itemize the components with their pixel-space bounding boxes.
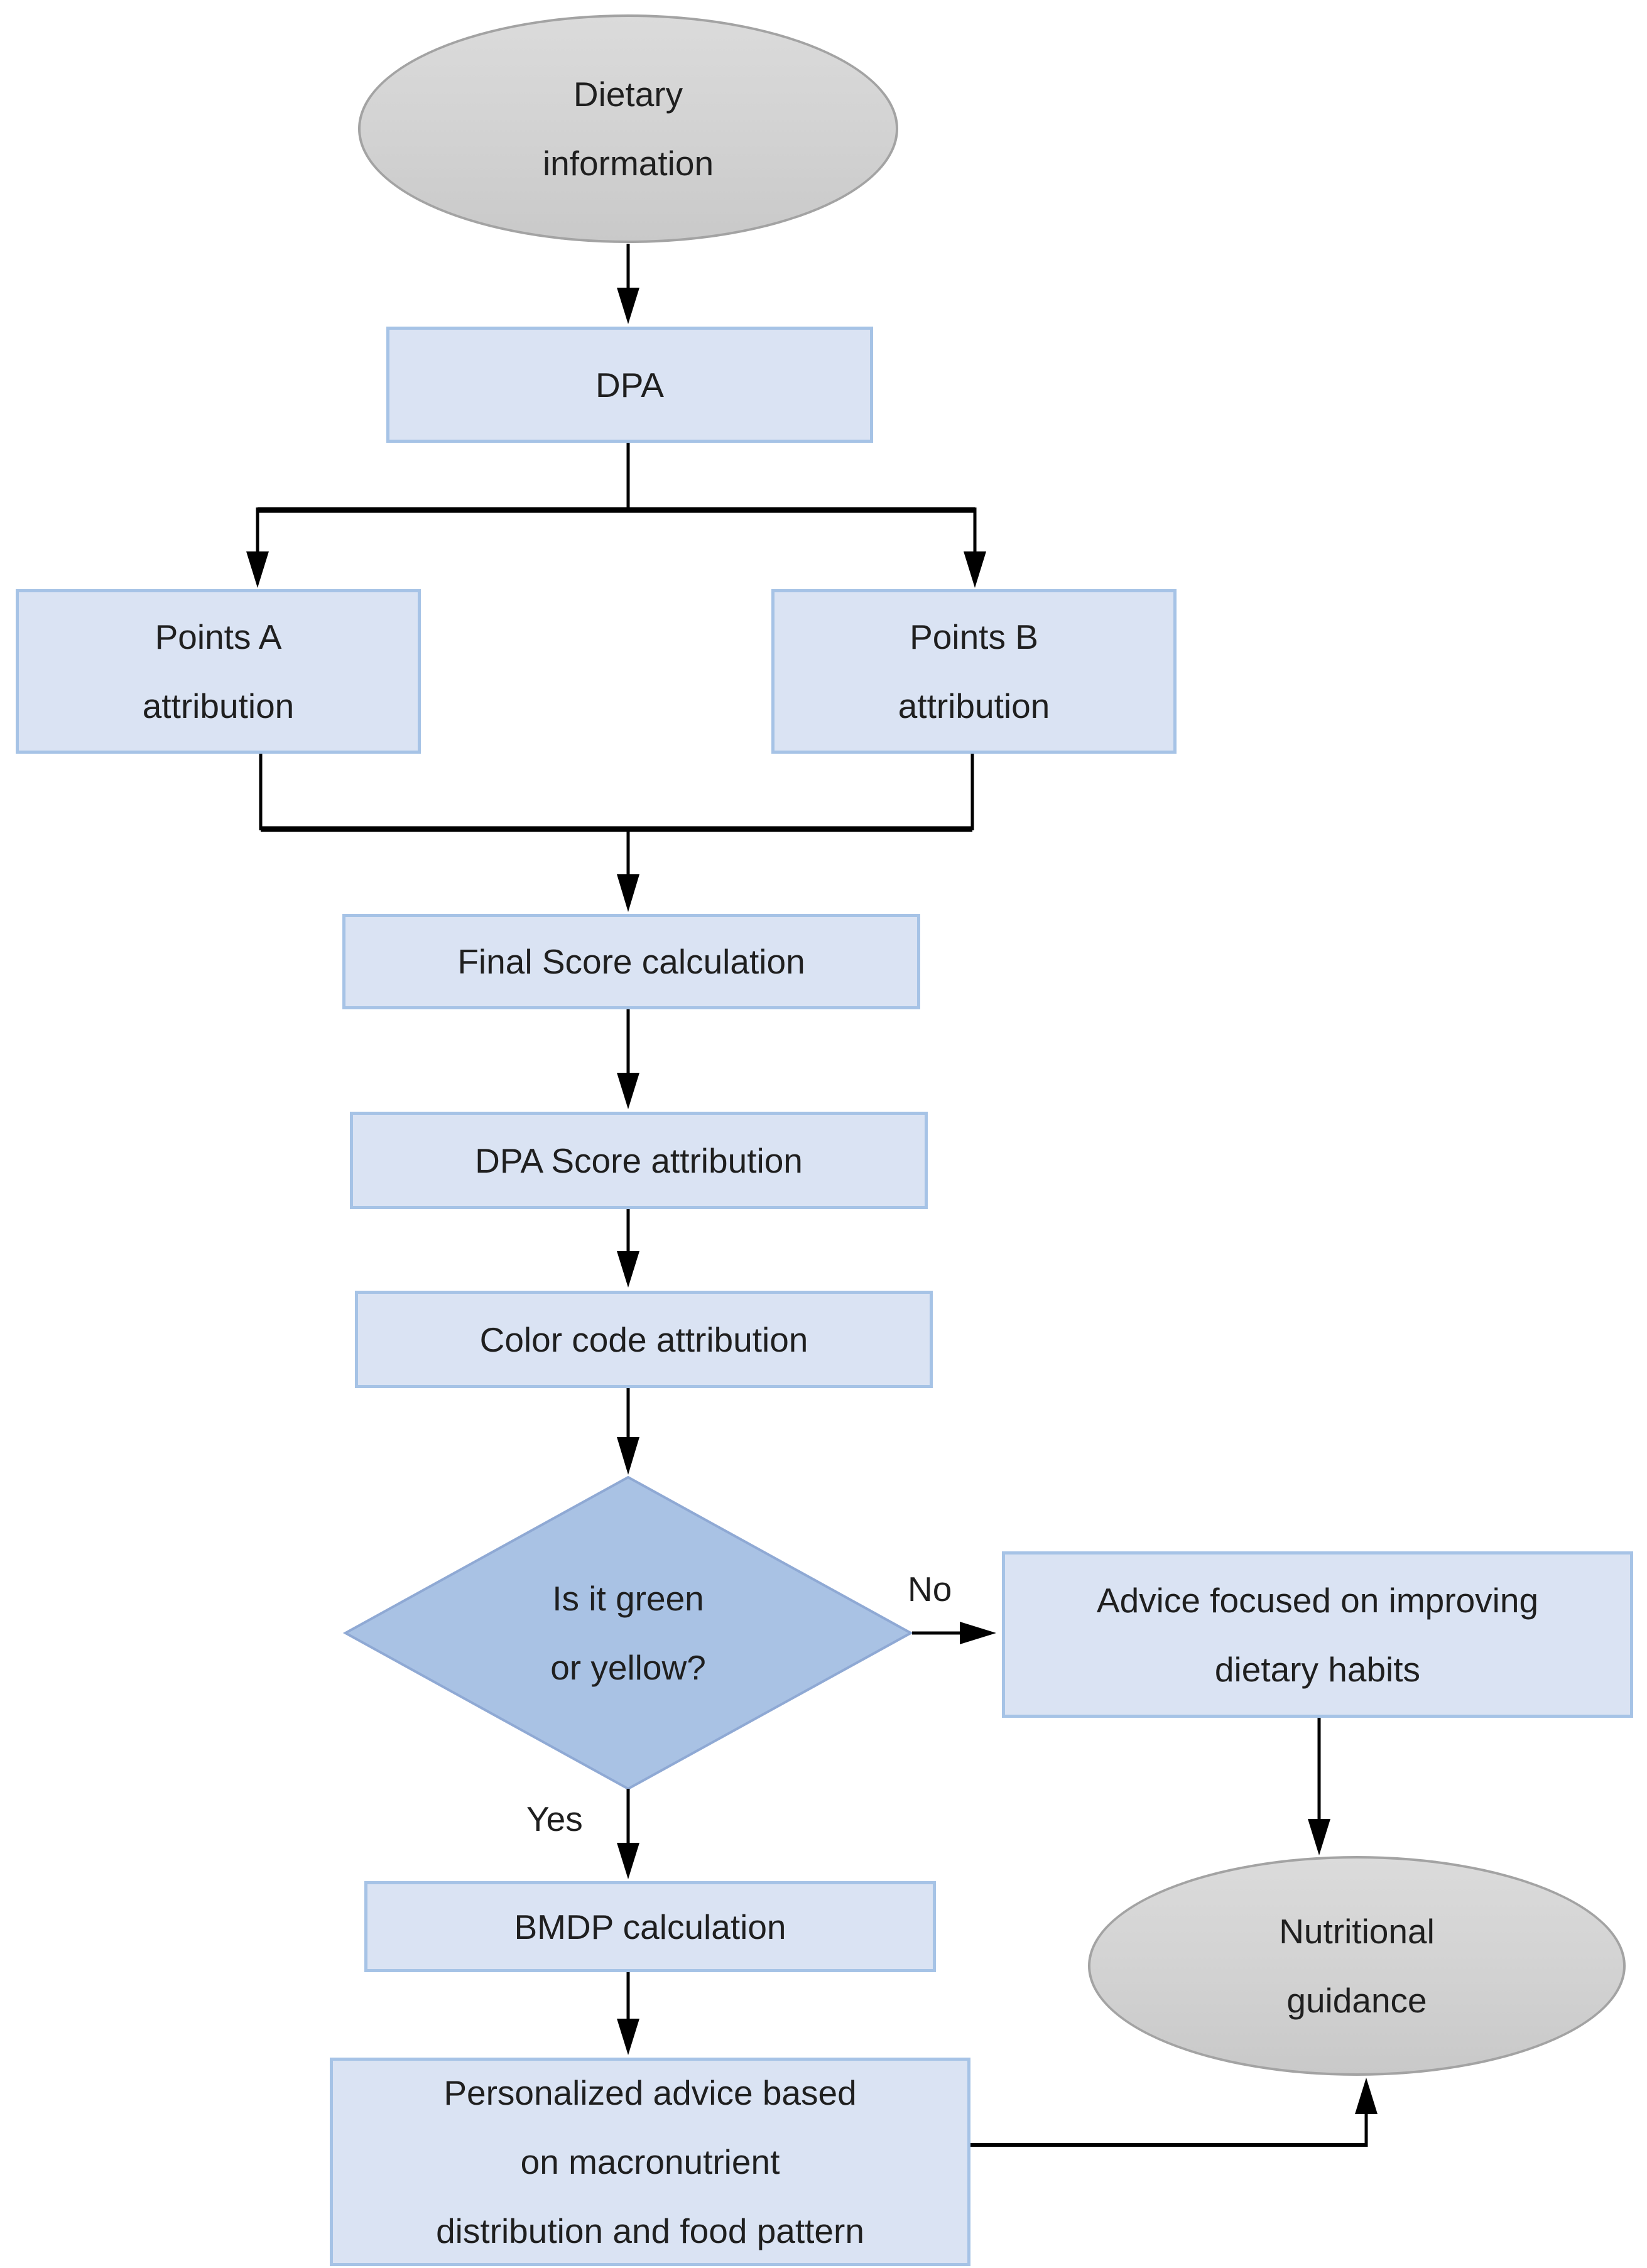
advice-label-line1: Advice focused on improving (1096, 1580, 1539, 1620)
advice-label-line2: dietary habits (1214, 1649, 1421, 1689)
personalized-label-line1: Personalized advice based (443, 2073, 857, 2112)
arrowhead-dpascore (617, 1073, 639, 1109)
bmdp-process-box: BMDP calculation (364, 1881, 936, 1972)
dpa-score-label: DPA Score attribution (475, 1141, 803, 1180)
points-a-process-box: Points A attribution (16, 589, 421, 754)
final-score-process-box: Final Score calculation (342, 914, 920, 1009)
arrowhead-start-dpa (617, 288, 639, 324)
color-code-label: Color code attribution (479, 1320, 808, 1359)
guidance-label-line1: Nutritional (1279, 1912, 1435, 1951)
arrowhead-decision (617, 1437, 639, 1475)
bmdp-label: BMDP calculation (514, 1907, 786, 1946)
guidance-label-line2: guidance (1286, 1981, 1427, 2020)
decision-label-line2: or yellow? (550, 1648, 706, 1687)
arrowhead-colorcode (617, 1251, 639, 1288)
arrowhead-guidance-bottom (1355, 2078, 1378, 2114)
arrowhead-advice (960, 1622, 996, 1644)
personalized-label-line3: distribution and food pattern (436, 2211, 864, 2250)
decision-label-line1: Is it green (552, 1579, 704, 1618)
arrowhead-finalscore (617, 874, 639, 912)
personalized-label-line2: on macronutrient (520, 2142, 780, 2181)
arrowhead-guidance-top (1308, 1819, 1330, 1855)
final-score-label: Final Score calculation (457, 942, 805, 981)
start-label-line2: information (542, 144, 714, 183)
dpa-process-box: DPA (386, 327, 873, 443)
points-b-process-box: Points B attribution (771, 589, 1177, 754)
decision-diamond-label: Is it green or yellow? (440, 1558, 817, 1708)
points-b-label-line2: attribution (898, 686, 1050, 725)
personalized-process-box: Personalized advice based on macronutrie… (330, 2058, 970, 2266)
advice-process-box: Advice focused on improving dietary habi… (1002, 1551, 1633, 1718)
arrowhead-bmdp (617, 1843, 639, 1879)
points-a-label-line2: attribution (142, 686, 295, 725)
edge-label-no: No (908, 1570, 952, 1609)
start-terminator: Dietary information (358, 14, 898, 243)
points-b-label-line1: Points B (910, 617, 1038, 656)
points-a-label-line1: Points A (155, 617, 282, 656)
start-label-line1: Dietary (573, 75, 683, 114)
arrowhead-points-b (964, 551, 986, 588)
dpa-score-process-box: DPA Score attribution (350, 1112, 928, 1209)
arrowhead-personalized (617, 2019, 639, 2055)
guidance-terminator: Nutritional guidance (1088, 1856, 1626, 2076)
arrowhead-points-a (246, 551, 269, 588)
edge-label-yes: Yes (526, 1799, 583, 1838)
color-code-process-box: Color code attribution (355, 1291, 933, 1388)
dpa-label: DPA (595, 365, 664, 404)
